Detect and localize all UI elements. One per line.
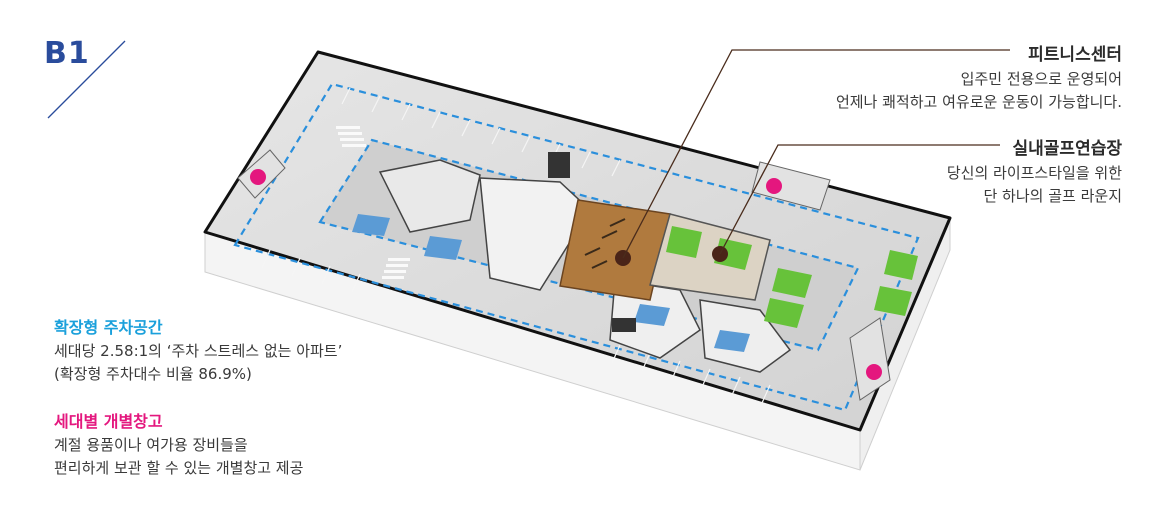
core-block-west <box>378 159 481 233</box>
storage-title: 세대별 개별창고 <box>54 412 163 431</box>
golf-callout: 실내골프연습장 당신의 라이프스타일을 위한 단 하나의 골프 라운지 <box>947 134 1122 208</box>
fitness-center-floor <box>559 199 671 301</box>
golf-callout-line <box>719 144 1000 255</box>
crosswalk-south <box>382 258 410 279</box>
fitness-title: 피트니스센터 <box>1028 45 1122 65</box>
storage-desc-1: 계절 용품이나 여가용 장비들을 <box>54 436 248 454</box>
parking-boundary-outer <box>233 82 920 412</box>
golf-green-1 <box>666 226 702 258</box>
fitness-equipment <box>584 218 626 269</box>
storage-marker-east <box>866 364 882 380</box>
storage-desc-2: 편리하게 보관 할 수 있는 개별창고 제공 <box>54 459 304 477</box>
fitness-callout-line <box>622 49 1010 259</box>
crosswalk-north <box>336 126 366 147</box>
parking-stalls <box>261 87 771 404</box>
golf-green-6 <box>874 286 912 316</box>
core-block-center <box>479 177 591 291</box>
golf-green-3 <box>772 268 812 298</box>
storage-units <box>237 149 891 401</box>
golf-desc-2: 단 하나의 골프 라운지 <box>983 187 1122 205</box>
golf-green-4 <box>764 298 804 328</box>
storage-marker-north <box>766 178 782 194</box>
golf-green-2 <box>714 238 752 270</box>
golf-title: 실내골프연습장 <box>1012 139 1122 159</box>
golf-desc-1: 당신의 라이프스타일을 위한 <box>946 164 1122 182</box>
storage-feature: 세대별 개별창고 계절 용품이나 여가용 장비들을 편리하게 보관 할 수 있는… <box>54 408 303 480</box>
hazard-stripe-1 <box>548 152 570 178</box>
fitness-desc-2: 언제나 쾌적하고 여유로운 운동이 가능합니다. <box>835 93 1122 111</box>
accessible-parking-bays <box>352 214 750 352</box>
fitness-callout: 피트니스센터 입주민 전용으로 운영되어 언제나 쾌적하고 여유로운 운동이 가… <box>836 40 1122 114</box>
golf-green-5 <box>884 250 918 280</box>
parking-desc-1: 세대당 2.58:1의 ‘주차 스트레스 없는 아파트’ <box>54 342 343 360</box>
floor-label-divider <box>47 40 126 119</box>
fitness-desc-1: 입주민 전용으로 운영되어 <box>960 70 1122 88</box>
hazard-stripe-2 <box>612 318 636 332</box>
storage-marker-west <box>250 169 266 185</box>
parking-feature: 확장형 주차공간 세대당 2.58:1의 ‘주차 스트레스 없는 아파트’ (확… <box>54 314 342 386</box>
parking-title: 확장형 주차공간 <box>54 318 163 337</box>
floor-label: B1 <box>44 36 90 71</box>
parking-desc-2: (확장형 주차대수 비율 86.9%) <box>54 365 252 383</box>
